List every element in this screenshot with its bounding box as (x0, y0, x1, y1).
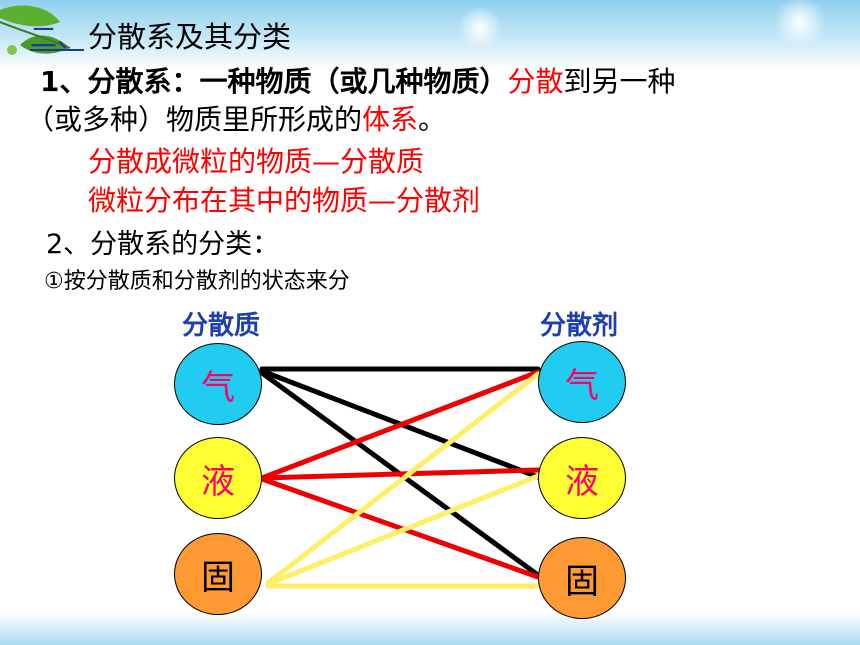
dispersed-phase-definition: 分散成微粒的物质—分散质 (88, 145, 425, 178)
definition-line2-prefix: （或多种）物质里所形成的 (26, 103, 363, 136)
header-background (0, 0, 860, 70)
definition-line-2: （或多种）物质里所形成的体系。 (26, 98, 446, 138)
node-dispersed-liquid: 液 (174, 437, 262, 519)
node-medium-solid: 固 (538, 537, 626, 619)
node-dispersed-solid: 固 (174, 533, 262, 615)
node-medium-gas: 气 (538, 341, 626, 423)
highlight-disperse: 分散 (507, 65, 564, 98)
definition-line-1: 1、分散系：一种物质（或几种物质）分散到另一种 (40, 60, 676, 100)
section-number: 二、 (30, 23, 84, 54)
definition-line2-suffix: 。 (418, 103, 447, 136)
definition-prefix: 1、分散系：一种物质（或几种物质） (40, 65, 508, 98)
dispersion-medium-label: 分散剂 (540, 311, 619, 341)
section-title: 分散系及其分类 (88, 20, 292, 54)
highlight-system: 体系 (362, 103, 419, 136)
footer-background (0, 612, 860, 645)
dispersion-medium-definition: 微粒分布在其中的物质—分散剂 (88, 184, 481, 217)
definition-mid: 到另一种 (563, 65, 676, 98)
plant-leaf-icon (0, 5, 71, 55)
classification-title: 2、分散系的分类： (46, 229, 280, 260)
line-liquid-gas (259, 369, 541, 481)
node-medium-liquid: 液 (538, 437, 626, 519)
sparkle-decoration (455, 8, 505, 48)
dispersed-phase-label: 分散质 (182, 311, 261, 341)
node-dispersed-gas: 气 (174, 343, 262, 425)
classification-method: ①按分散质和分散剂的状态来分 (44, 269, 350, 294)
line-liquid-solid (259, 476, 541, 580)
line-solid-gas (265, 371, 541, 586)
line-liquid-liquid (259, 467, 541, 481)
line-solid-liquid (265, 473, 541, 587)
sparkle-decoration (770, 0, 830, 45)
